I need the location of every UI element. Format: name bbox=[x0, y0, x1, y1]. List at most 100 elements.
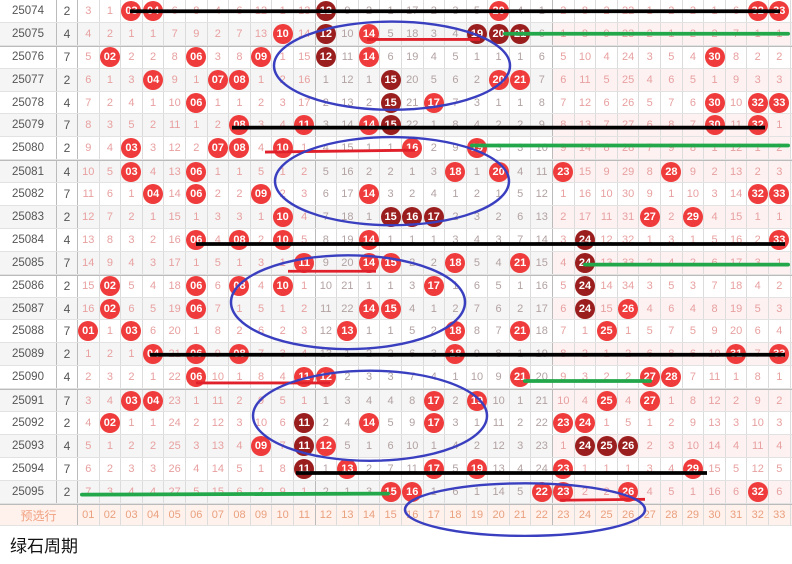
drawn-ball: 09 bbox=[251, 47, 272, 68]
drawn-ball: 17 bbox=[423, 276, 444, 297]
drawn-ball: 06 bbox=[186, 367, 207, 388]
miss-count: 7 bbox=[488, 320, 510, 343]
drawn-ball: 13 bbox=[337, 321, 358, 342]
column-number[interactable]: 21 bbox=[510, 504, 532, 526]
repeat-ball: 24 bbox=[574, 276, 595, 297]
miss-count: 6 bbox=[661, 297, 683, 320]
column-number[interactable]: 04 bbox=[143, 504, 165, 526]
miss-count: 3 bbox=[229, 206, 251, 228]
column-number[interactable]: 07 bbox=[208, 504, 230, 526]
column-number[interactable]: 24 bbox=[575, 504, 597, 526]
miss-count: 15 bbox=[725, 206, 748, 228]
column-number[interactable]: 26 bbox=[618, 504, 640, 526]
miss-count: 2 bbox=[467, 183, 489, 206]
column-number[interactable]: 20 bbox=[488, 504, 510, 526]
column-number[interactable]: 25 bbox=[596, 504, 618, 526]
miss-count: 6 bbox=[467, 275, 489, 297]
column-number[interactable]: 09 bbox=[251, 504, 273, 526]
miss-count: 14 bbox=[337, 114, 359, 137]
miss-count: 6 bbox=[553, 297, 575, 320]
issue-number: 25088 bbox=[0, 320, 57, 343]
miss-count: 4 bbox=[100, 137, 122, 160]
column-number[interactable]: 02 bbox=[100, 504, 122, 526]
column-number[interactable]: 23 bbox=[553, 504, 575, 526]
miss-count: 4 bbox=[769, 320, 791, 343]
column-number[interactable]: 22 bbox=[531, 504, 554, 526]
tail-value: 4 bbox=[57, 228, 78, 251]
number-cell: 11 bbox=[294, 366, 316, 389]
column-number[interactable]: 17 bbox=[424, 504, 446, 526]
miss-count: 4 bbox=[683, 46, 705, 68]
column-number[interactable]: 10 bbox=[272, 504, 294, 526]
drawn-ball: 23 bbox=[553, 161, 574, 182]
miss-count: 4 bbox=[639, 297, 662, 320]
miss-count: 15 bbox=[208, 480, 230, 503]
number-cell: 33 bbox=[769, 183, 791, 206]
column-number[interactable]: 14 bbox=[359, 504, 381, 526]
column-number[interactable]: 19 bbox=[467, 504, 489, 526]
number-cell: 04 bbox=[143, 343, 165, 366]
column-number[interactable]: 08 bbox=[229, 504, 251, 526]
column-number[interactable]: 16 bbox=[402, 504, 424, 526]
issue-number: 25090 bbox=[0, 366, 57, 389]
column-number[interactable]: 13 bbox=[337, 504, 359, 526]
column-number[interactable]: 01 bbox=[78, 504, 100, 526]
miss-count: 1 bbox=[143, 412, 165, 434]
miss-count: 1 bbox=[531, 0, 554, 22]
miss-count: 3 bbox=[380, 183, 402, 206]
number-cell: 12 bbox=[315, 22, 338, 45]
miss-count: 4 bbox=[186, 457, 208, 480]
miss-count: 9 bbox=[445, 137, 467, 160]
miss-count: 5 bbox=[618, 412, 640, 434]
column-number[interactable]: 15 bbox=[380, 504, 402, 526]
miss-count: 1 bbox=[467, 161, 489, 183]
column-number[interactable]: 27 bbox=[639, 504, 662, 526]
miss-count: 23 bbox=[164, 390, 186, 412]
repeat-ball: 11 bbox=[294, 412, 315, 433]
miss-count: 14 bbox=[726, 183, 748, 206]
miss-count: 3 bbox=[208, 206, 230, 228]
miss-count: 5 bbox=[683, 320, 705, 343]
column-number[interactable]: 29 bbox=[683, 504, 705, 526]
miss-count: 2 bbox=[445, 297, 467, 320]
miss-count: 24 bbox=[531, 457, 554, 480]
miss-count: 1 bbox=[294, 480, 316, 503]
miss-count: 11 bbox=[531, 161, 554, 183]
column-number[interactable]: 32 bbox=[747, 504, 769, 526]
miss-count: 1 bbox=[596, 412, 618, 434]
number-cell: 26 bbox=[617, 434, 640, 457]
column-number[interactable]: 28 bbox=[661, 504, 683, 526]
miss-count: 2 bbox=[769, 390, 791, 412]
column-number[interactable]: 31 bbox=[726, 504, 748, 526]
drawn-ball: 10 bbox=[272, 206, 293, 227]
miss-count: 1 bbox=[208, 161, 230, 183]
column-number[interactable]: 12 bbox=[316, 504, 338, 526]
tail-value: 7 bbox=[57, 390, 78, 412]
miss-count: 2 bbox=[359, 457, 381, 480]
miss-count: 21 bbox=[531, 390, 554, 412]
number-cell: 21 bbox=[510, 320, 532, 343]
miss-count: 1 bbox=[121, 22, 143, 45]
miss-count: 5 bbox=[510, 480, 532, 503]
column-number[interactable]: 11 bbox=[294, 504, 316, 526]
miss-count: 11 bbox=[316, 297, 338, 320]
miss-count: 11 bbox=[164, 114, 186, 137]
tail-value: 7 bbox=[57, 251, 78, 274]
miss-count: 29 bbox=[617, 161, 640, 183]
column-number[interactable]: 03 bbox=[121, 504, 143, 526]
miss-count: 1 bbox=[316, 68, 338, 91]
miss-count: 5 bbox=[316, 161, 338, 183]
column-number[interactable]: 05 bbox=[164, 504, 186, 526]
miss-count: 15 bbox=[596, 297, 618, 320]
repeat-ball: 20 bbox=[488, 23, 509, 44]
column-number[interactable]: 33 bbox=[769, 504, 791, 526]
column-number[interactable]: 30 bbox=[704, 504, 726, 526]
miss-count: 7 bbox=[553, 320, 575, 343]
number-cell: 14 bbox=[359, 228, 381, 251]
miss-count: 1 bbox=[272, 297, 294, 320]
column-number[interactable]: 06 bbox=[186, 504, 208, 526]
miss-count: 1 bbox=[272, 251, 294, 274]
column-number[interactable]: 18 bbox=[445, 504, 467, 526]
